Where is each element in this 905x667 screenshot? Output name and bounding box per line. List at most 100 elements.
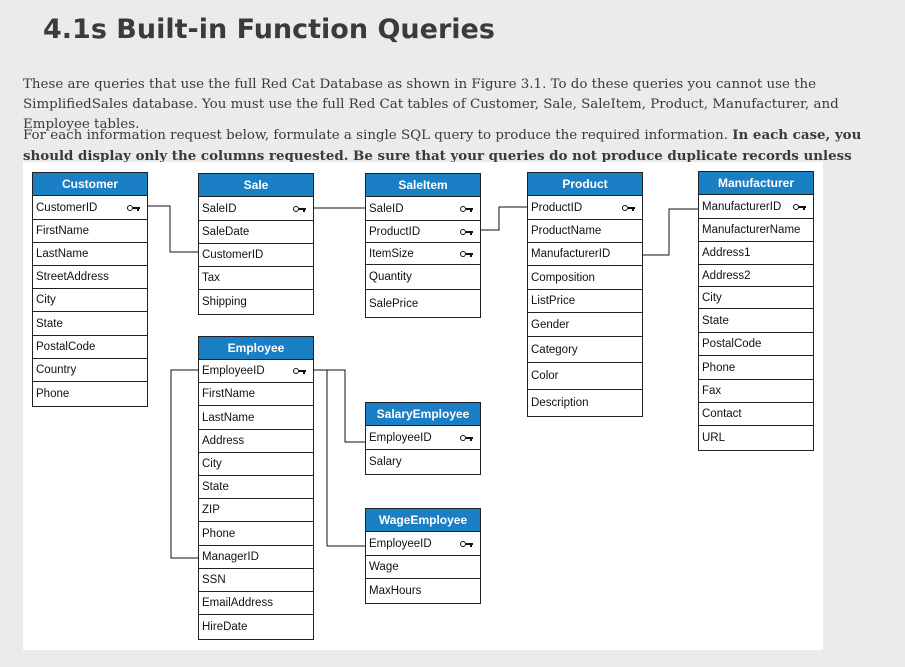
field-row: FirstName: [199, 383, 313, 406]
field-row: LastName: [199, 406, 313, 430]
field-label: ManagerID: [202, 551, 259, 563]
field-label: SaleID: [202, 202, 237, 215]
field-label: Salary: [369, 456, 402, 468]
field-row: URL: [699, 426, 813, 450]
field-row: Fax: [699, 380, 813, 403]
field-row: ManufacturerID: [699, 195, 813, 219]
primary-key-icon: [622, 204, 636, 212]
field-label: Phone: [36, 388, 70, 400]
field-label: CustomerID: [36, 201, 98, 214]
field-row: SaleDate: [199, 221, 313, 244]
field-row: HireDate: [199, 615, 313, 639]
field-label: PostalCode: [702, 338, 762, 350]
field-label: EmployeeID: [202, 365, 265, 377]
field-row: Quantity: [366, 265, 480, 290]
field-label: LastName: [36, 248, 89, 260]
primary-key-icon: [293, 367, 307, 375]
field-row: Address2: [699, 265, 813, 287]
field-label: SalePrice: [369, 297, 419, 310]
field-label: Quantity: [369, 271, 412, 283]
instructions-text: For each information request below, form…: [23, 128, 733, 144]
relationship-line: [641, 208, 698, 256]
relationship-line: [312, 369, 365, 443]
field-label: EmployeeID: [369, 431, 432, 444]
field-label: SaleDate: [202, 226, 250, 238]
field-row: ManagerID: [199, 546, 313, 569]
field-row: City: [199, 453, 313, 476]
field-label: State: [202, 481, 229, 493]
field-label: State: [702, 314, 729, 327]
field-row: Salary: [366, 450, 480, 474]
field-label: Address: [202, 435, 245, 447]
field-label: Composition: [531, 271, 595, 284]
field-label: Phone: [202, 527, 236, 540]
field-label: City: [202, 458, 222, 470]
field-row: CustomerID: [33, 196, 147, 220]
field-row: ManufacturerName: [699, 219, 813, 242]
field-row: Gender: [528, 313, 642, 337]
field-row: Description: [528, 390, 642, 416]
field-row: Wage: [366, 556, 480, 579]
field-row: Shipping: [199, 290, 313, 314]
field-label: Address1: [702, 247, 751, 259]
primary-key-icon: [127, 204, 141, 212]
table-header: Customer: [33, 173, 147, 196]
field-label: MaxHours: [369, 585, 422, 597]
primary-key-icon: [460, 228, 474, 236]
table-header: Employee: [199, 337, 313, 360]
table-header: Manufacturer: [699, 172, 813, 195]
field-row: Color: [528, 363, 642, 390]
field-row: StreetAddress: [33, 266, 147, 289]
field-row: EmployeeID: [199, 360, 313, 383]
field-label: Country: [36, 364, 77, 376]
field-row: ListPrice: [528, 290, 642, 313]
field-label: ManufacturerID: [531, 248, 611, 260]
field-label: StreetAddress: [36, 271, 109, 283]
field-row: State: [699, 309, 813, 333]
field-label: Shipping: [202, 296, 247, 308]
field-row: Tax: [199, 267, 313, 290]
page-title: 4.1s Built-in Function Queries: [43, 14, 495, 45]
field-row: FirstName: [33, 220, 147, 243]
field-row: SalePrice: [366, 290, 480, 317]
field-label: Address2: [702, 269, 751, 282]
field-label: Tax: [202, 272, 220, 284]
field-label: Color: [531, 370, 559, 382]
field-label: City: [36, 294, 56, 306]
primary-key-icon: [460, 250, 474, 258]
field-row: City: [33, 289, 147, 312]
field-label: Fax: [702, 385, 722, 397]
field-row: Address1: [699, 242, 813, 265]
field-row: State: [33, 312, 147, 336]
field-row: Phone: [199, 522, 313, 546]
relationship-line: [312, 369, 365, 547]
field-label: ManufacturerID: [702, 200, 782, 213]
table-header: WageEmployee: [366, 509, 480, 532]
field-row: EmployeeID: [366, 532, 480, 556]
field-label: Gender: [531, 318, 570, 331]
field-label: EmployeeID: [369, 537, 432, 550]
field-label: CustomerID: [202, 249, 264, 261]
field-row: Composition: [528, 266, 642, 290]
field-row: MaxHours: [366, 579, 480, 603]
field-label: HireDate: [202, 621, 248, 633]
field-label: FirstName: [36, 225, 90, 237]
field-row: SSN: [199, 569, 313, 592]
field-label: SSN: [202, 574, 226, 586]
field-row: Phone: [33, 382, 147, 406]
field-row: ManufacturerID: [528, 243, 642, 266]
field-row: PostalCode: [33, 336, 147, 359]
field-label: SaleID: [369, 202, 404, 215]
field-label: ProductID: [531, 201, 583, 214]
field-row: ProductName: [528, 220, 642, 243]
field-row: ItemSize: [366, 243, 480, 265]
field-label: State: [36, 317, 63, 330]
intro-paragraph: These are queries that use the full Red …: [23, 77, 839, 133]
field-label: Category: [531, 343, 578, 356]
field-label: ProductName: [531, 225, 602, 237]
